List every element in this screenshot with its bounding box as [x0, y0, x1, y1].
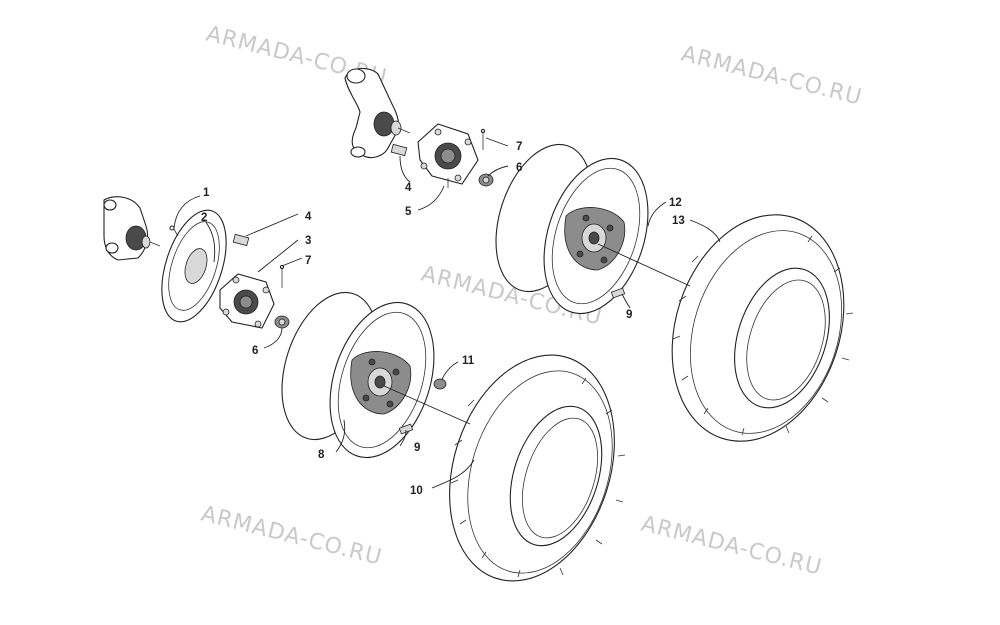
- hub-bolt-left: [232, 233, 250, 247]
- wheel-hub-right: [417, 123, 479, 188]
- callout-11: 11: [462, 355, 475, 367]
- callout-10: 10: [410, 485, 423, 497]
- tire-right: [671, 214, 854, 442]
- valve-stem-right: [610, 287, 626, 299]
- callout-1: 1: [203, 187, 210, 199]
- leader-lines: [173, 137, 721, 489]
- wheel-hub-left: [219, 273, 275, 329]
- callout-4-right: 4: [405, 182, 412, 194]
- callouts: 1 2 3 4 4 5 6 6 7 7 8 9 9 10 11 12 13: [201, 141, 685, 497]
- hub-nut-left: [274, 315, 290, 329]
- cotter-pin-right: [480, 128, 486, 150]
- hub-bolt-right: [390, 143, 408, 157]
- hub-nut-right: [478, 173, 494, 187]
- callout-7-right: 7: [516, 141, 522, 153]
- lug-nut: [433, 378, 447, 390]
- callout-9-right: 9: [626, 309, 632, 321]
- wheel-rim-right: [495, 143, 649, 315]
- callout-8: 8: [318, 449, 325, 461]
- steering-knuckle-right: [344, 67, 411, 159]
- valve-stem-left: [398, 423, 414, 435]
- cotter-pin-left: [279, 264, 285, 288]
- tire-left: [449, 354, 626, 582]
- wheel-rim-left: [281, 291, 435, 459]
- steering-knuckle-left: [103, 196, 161, 261]
- callout-6-right: 6: [516, 162, 522, 174]
- callout-6-left: 6: [252, 345, 258, 357]
- callout-9-left: 9: [414, 442, 420, 454]
- callout-3: 3: [305, 235, 311, 247]
- watermark-bottom-left: ARMADA-CO.RU: [199, 502, 385, 571]
- watermark-bottom-right: ARMADA-CO.RU: [639, 512, 825, 581]
- callout-7-left: 7: [305, 255, 311, 267]
- callout-4-left: 4: [305, 211, 312, 223]
- brake-disc: [161, 209, 227, 323]
- callout-12: 12: [669, 197, 682, 209]
- callout-13: 13: [672, 215, 685, 227]
- callout-5: 5: [405, 206, 412, 218]
- watermark-top-right: ARMADA-CO.RU: [679, 42, 865, 111]
- callout-2: 2: [201, 212, 207, 224]
